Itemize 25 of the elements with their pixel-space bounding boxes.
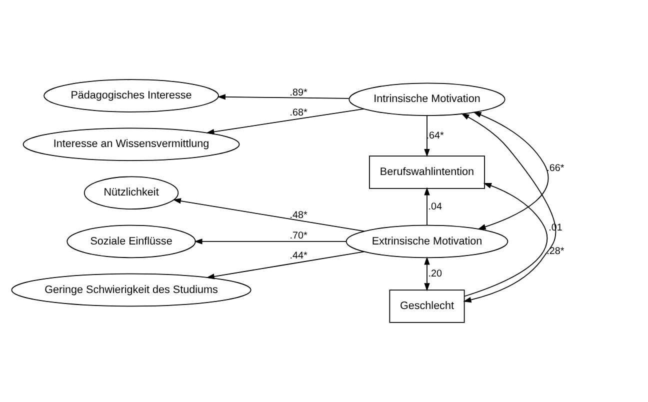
node-box: Berufswahlintention bbox=[369, 156, 485, 189]
edge-label: .70* bbox=[290, 230, 308, 242]
edge-label: .89* bbox=[290, 88, 308, 99]
node-ellipse: Soziale Einflüsse bbox=[66, 224, 196, 258]
arrow bbox=[424, 256, 430, 292]
arrow bbox=[464, 182, 548, 297]
node-box: Geschlecht bbox=[389, 290, 465, 323]
arrow bbox=[424, 187, 430, 226]
edge-label: .66* bbox=[546, 163, 564, 174]
arrow bbox=[206, 108, 364, 135]
edge-label: .28* bbox=[546, 246, 564, 257]
arrow bbox=[206, 251, 365, 280]
edge-label: .48* bbox=[290, 210, 308, 221]
arrow bbox=[172, 198, 365, 232]
arrow bbox=[461, 113, 556, 303]
edge-label: .68* bbox=[290, 107, 308, 118]
arrow bbox=[217, 94, 350, 100]
arrow bbox=[473, 112, 549, 230]
arrow bbox=[424, 115, 430, 158]
arrow bbox=[194, 238, 347, 244]
edge-label: .20 bbox=[428, 268, 442, 280]
node-ellipse: Nützlichkeit bbox=[84, 176, 179, 210]
node-ellipse: Pädagogisches Interesse bbox=[44, 79, 219, 112]
edge-label: .04 bbox=[428, 201, 442, 212]
edge-label: .44* bbox=[290, 250, 308, 262]
